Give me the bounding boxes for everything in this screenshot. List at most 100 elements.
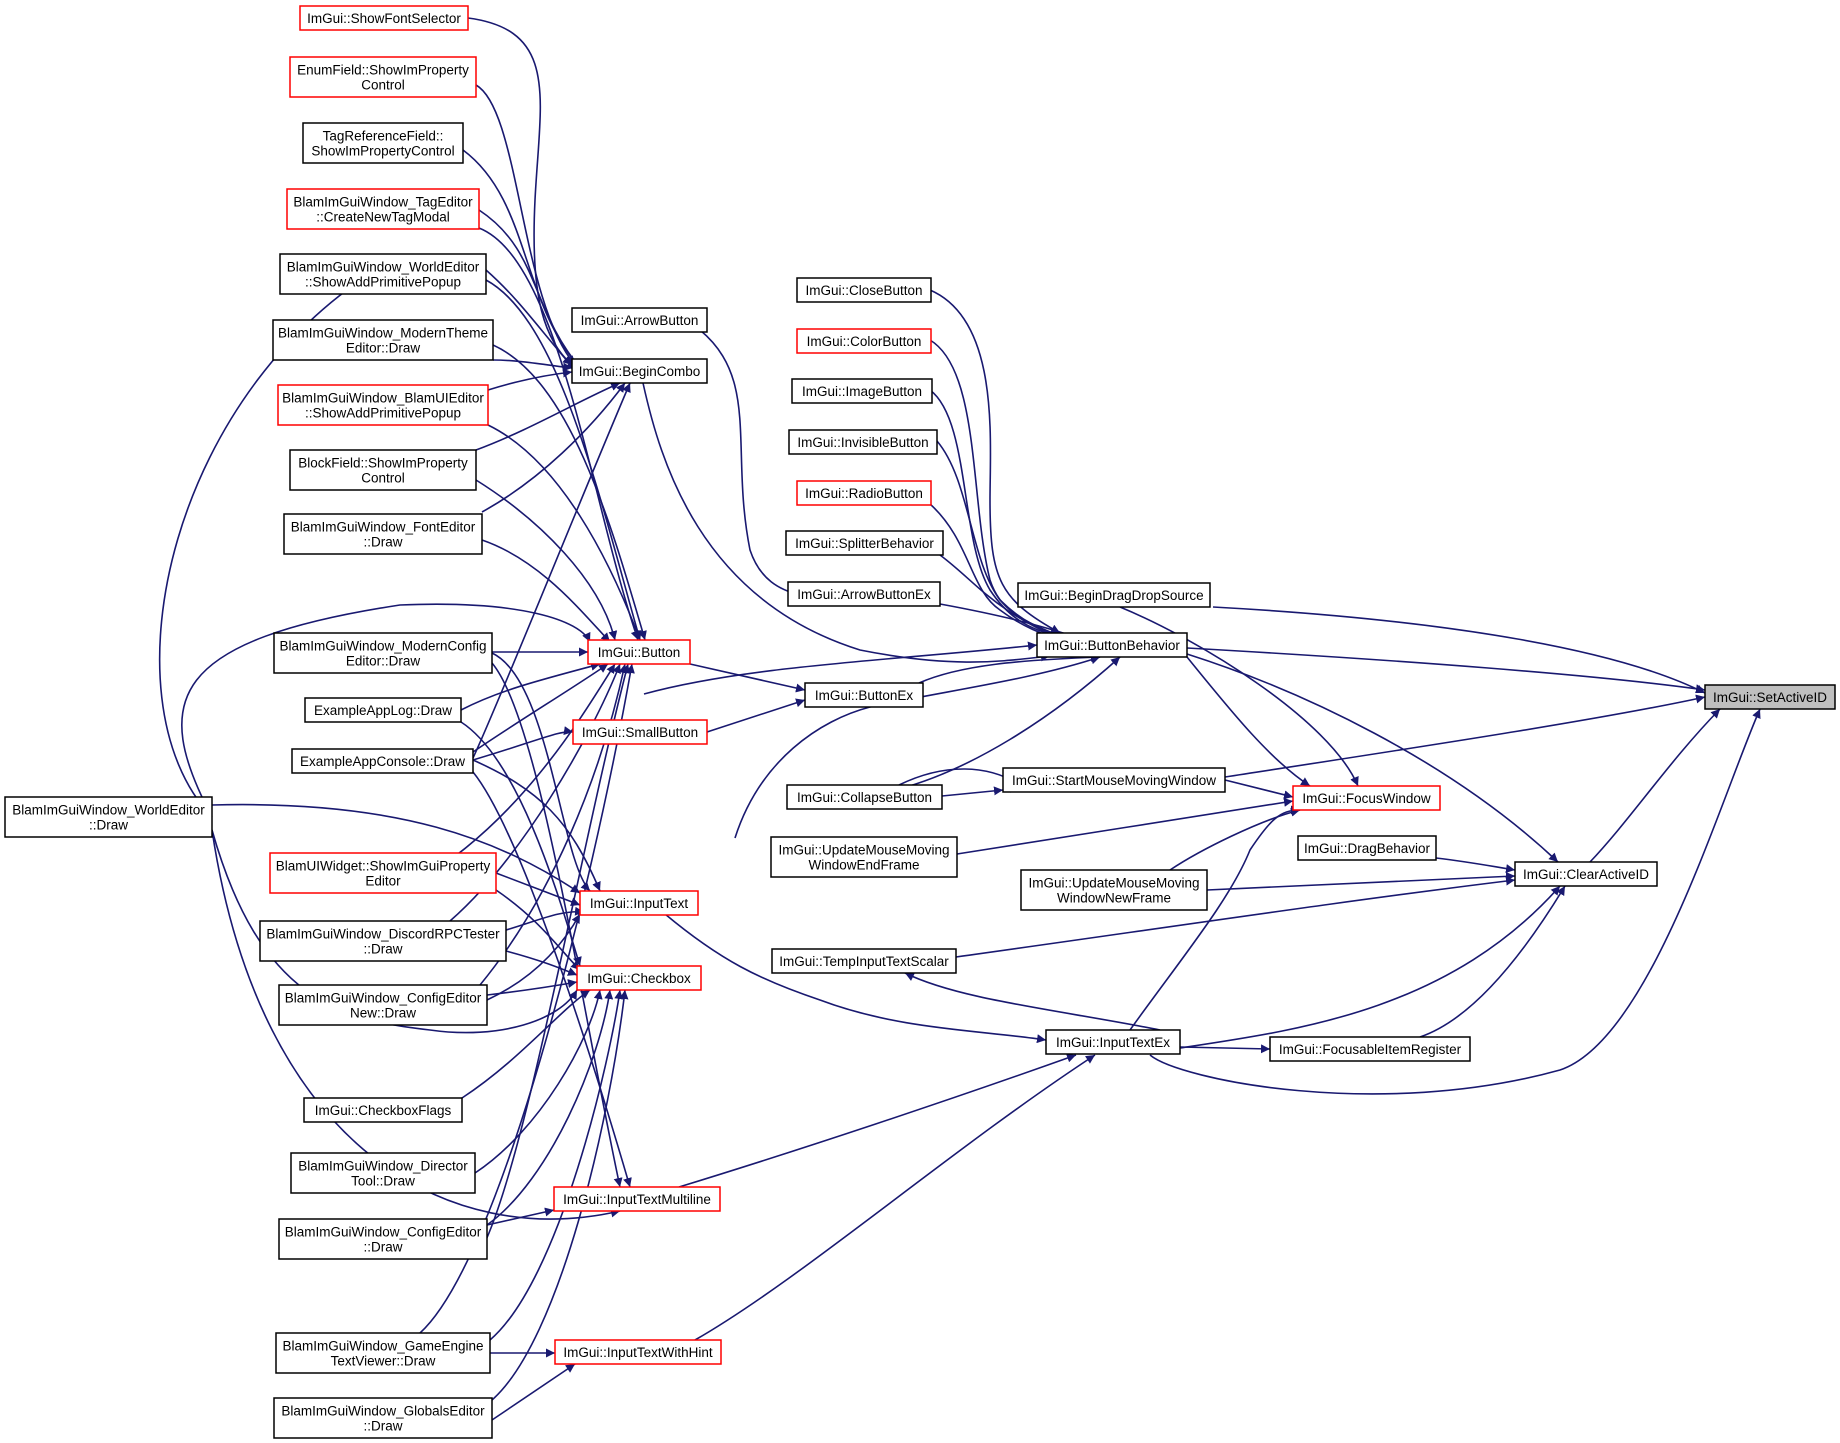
node-startmousemovingwindow[interactable]: ImGui::StartMouseMovingWindow xyxy=(1002,767,1226,793)
node-inputtext[interactable]: ImGui::InputText xyxy=(579,890,699,916)
node-gameenginetextviewer[interactable]: BlamImGuiWindow_GameEngineTextViewer::Dr… xyxy=(275,1332,491,1374)
node-box xyxy=(587,639,691,665)
node-box xyxy=(290,1152,476,1194)
node-box xyxy=(791,378,933,404)
call-edge xyxy=(643,641,1038,695)
call-edge xyxy=(211,829,578,1034)
node-label: TextViewer::Draw xyxy=(331,1354,436,1369)
node-tempinputtextscalar[interactable]: ImGui::TempInputTextScalar xyxy=(771,948,957,974)
node-imagebutton[interactable]: ImGui::ImageButton xyxy=(791,378,933,404)
node-blockfield[interactable]: BlockField::ShowImPropertyControl xyxy=(289,449,477,491)
node-label: ::Draw xyxy=(363,942,402,957)
node-tageditor[interactable]: BlamImGuiWindow_TagEditor::CreateNewTagM… xyxy=(286,188,480,230)
node-splitterbehavior[interactable]: ImGui::SplitterBehavior xyxy=(785,530,944,556)
node-label: ImGui::BeginCombo xyxy=(579,364,701,379)
node-label: ImGui::FocusableItemRegister xyxy=(1279,1042,1462,1057)
call-edge xyxy=(485,269,576,371)
call-edge xyxy=(1212,606,1706,694)
node-box xyxy=(275,1332,491,1374)
node-fonteditor[interactable]: BlamImGuiWindow_FontEditor::Draw xyxy=(283,513,483,555)
node-label: BlamImGuiWindow_WorldEditor xyxy=(287,260,480,275)
node-box xyxy=(1269,1036,1471,1062)
node-clearactiveid[interactable]: ImGui::ClearActiveID xyxy=(1514,861,1658,887)
node-label: BlamImGuiWindow_BlamUIEditor xyxy=(282,391,484,406)
node-worldeditor_draw[interactable]: BlamImGuiWindow_WorldEditor::Draw xyxy=(4,796,213,838)
node-exampleappconsole[interactable]: ExampleAppConsole::Draw xyxy=(291,748,474,774)
node-configeditor[interactable]: BlamImGuiWindow_ConfigEditor::Draw xyxy=(278,1218,488,1260)
node-label: ::Draw xyxy=(363,535,402,550)
call-edge xyxy=(689,663,806,693)
node-box xyxy=(804,682,924,708)
call-edge xyxy=(478,227,640,641)
node-inputtextwithhint[interactable]: ImGui::InputTextWithHint xyxy=(554,1339,722,1365)
node-box xyxy=(1514,861,1658,887)
node-arrowbutton[interactable]: ImGui::ArrowButton xyxy=(571,307,708,333)
node-exampleapplog[interactable]: ExampleAppLog::Draw xyxy=(304,697,462,723)
node-box xyxy=(788,429,938,455)
call-edge xyxy=(467,17,573,366)
node-closebutton[interactable]: ImGui::CloseButton xyxy=(796,277,932,303)
call-edge xyxy=(474,989,603,1174)
node-label: ImGui::StartMouseMovingWindow xyxy=(1012,773,1216,788)
node-worldeditor_showadd[interactable]: BlamImGuiWindow_WorldEditor::ShowAddPrim… xyxy=(279,253,487,295)
node-begincombo[interactable]: ImGui::BeginCombo xyxy=(571,358,708,384)
node-inputtextex[interactable]: ImGui::InputTextEx xyxy=(1045,1029,1181,1055)
node-button[interactable]: ImGui::Button xyxy=(587,639,691,665)
node-begindragdropsource[interactable]: ImGui::BeginDragDropSource xyxy=(1017,582,1211,608)
node-colorbutton[interactable]: ImGui::ColorButton xyxy=(796,328,932,354)
node-showfontselector[interactable]: ImGui::ShowFontSelector xyxy=(299,5,469,31)
call-edge xyxy=(694,1054,1096,1341)
node-buttonbehavior[interactable]: ImGui::ButtonBehavior xyxy=(1036,632,1188,658)
call-edge xyxy=(492,359,573,372)
node-arrowbuttonex[interactable]: ImGui::ArrowButtonEx xyxy=(787,581,941,607)
node-box xyxy=(1297,835,1437,861)
node-label: BlamImGuiWindow_ConfigEditor xyxy=(285,1225,482,1240)
node-box xyxy=(291,748,474,774)
node-buttonex[interactable]: ImGui::ButtonEx xyxy=(804,682,924,708)
node-tagreferencefield[interactable]: TagReferenceField::ShowImPropertyControl xyxy=(302,122,464,164)
node-box xyxy=(304,697,462,723)
call-edge xyxy=(664,913,1047,1044)
node-label: BlamImGuiWindow_WorldEditor xyxy=(12,803,205,818)
node-box xyxy=(796,480,932,506)
node-layer: ImGui::SetActiveIDImGui::ClearActiveIDIm… xyxy=(4,5,1836,1439)
node-blamuieditor[interactable]: BlamImGuiWindow_BlamUIEditor::ShowAddPri… xyxy=(277,384,489,426)
node-setactiveid[interactable]: ImGui::SetActiveID xyxy=(1704,684,1836,710)
call-edge xyxy=(1224,694,1706,778)
node-checkboxflags[interactable]: ImGui::CheckboxFlags xyxy=(303,1097,463,1123)
call-edge xyxy=(1179,885,1561,1049)
node-invisiblebutton[interactable]: ImGui::InvisibleButton xyxy=(788,429,938,455)
call-edge xyxy=(706,698,806,733)
node-label: ImGui::TempInputTextScalar xyxy=(779,954,949,969)
node-dragbehavior[interactable]: ImGui::DragBehavior xyxy=(1297,835,1437,861)
node-focusableitemregister[interactable]: ImGui::FocusableItemRegister xyxy=(1269,1036,1471,1062)
node-collapsebutton[interactable]: ImGui::CollapseButton xyxy=(786,784,943,810)
node-checkbox[interactable]: ImGui::Checkbox xyxy=(576,965,702,991)
call-edge xyxy=(481,539,611,643)
call-edge xyxy=(478,209,583,371)
call-edge xyxy=(1186,653,1559,863)
node-label: ImGui::ButtonEx xyxy=(815,688,914,703)
node-label: ImGui::SmallButton xyxy=(582,725,698,740)
node-label: ImGui::InvisibleButton xyxy=(797,435,928,450)
call-edge xyxy=(505,906,585,931)
node-globalseditor[interactable]: BlamImGuiWindow_GlobalsEditor::Draw xyxy=(273,1397,493,1439)
node-inputtextmultiline[interactable]: ImGui::InputTextMultiline xyxy=(553,1186,721,1212)
node-label: ImGui::BeginDragDropSource xyxy=(1024,588,1203,603)
node-focuswindow[interactable]: ImGui::FocusWindow xyxy=(1292,785,1441,811)
node-enumfield[interactable]: EnumField::ShowImPropertyControl xyxy=(289,56,477,98)
node-radiobutton[interactable]: ImGui::RadioButton xyxy=(796,480,932,506)
node-smallbutton[interactable]: ImGui::SmallButton xyxy=(572,719,708,745)
call-edge xyxy=(929,389,1071,643)
call-edge xyxy=(492,344,647,641)
call-edge xyxy=(475,382,621,451)
node-discordrpctester[interactable]: BlamImGuiWindow_DiscordRPCTester::Draw xyxy=(259,920,507,962)
